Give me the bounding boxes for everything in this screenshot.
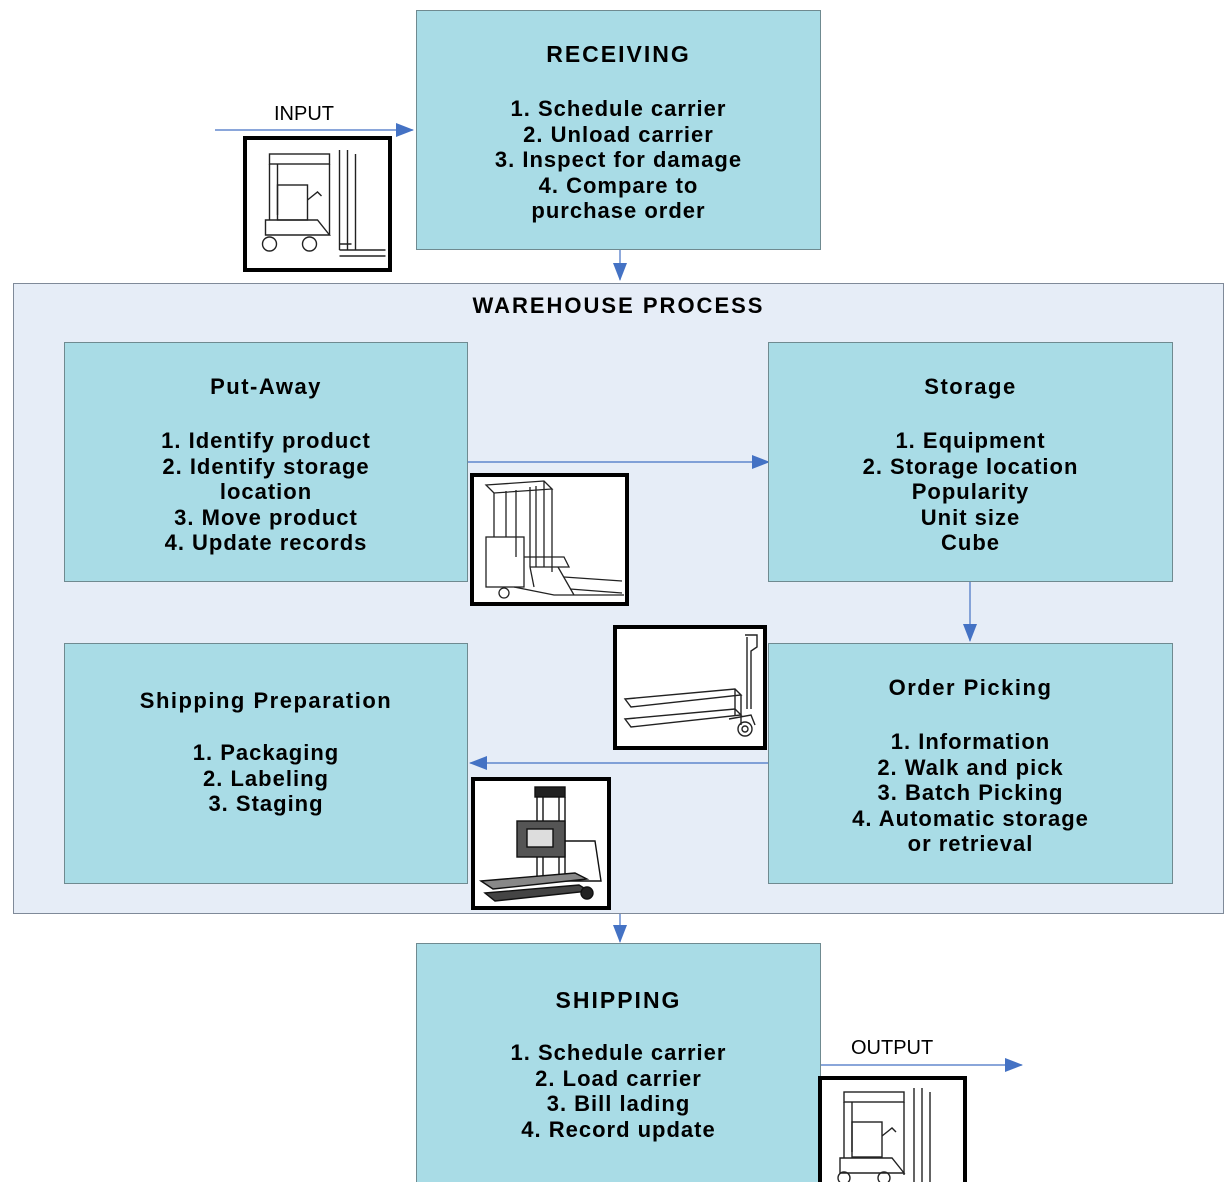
receiving-step: 3. Inspect for damage	[494, 147, 743, 172]
receiving-box: RECEIVING 1. Schedule carrier 2. Unload …	[416, 10, 821, 250]
put-away-step: location	[219, 479, 313, 504]
shipping-preparation-steps: 1. Packaging 2. Labeling 3. Staging	[65, 740, 467, 817]
shipping-step: 4. Record update	[521, 1116, 716, 1142]
receiving-step: 2. Unload carrier	[523, 121, 714, 147]
put-away-step: 1. Identify product	[161, 428, 371, 453]
pallet-jack-icon	[613, 625, 767, 750]
put-away-step: 4. Update records	[164, 530, 368, 555]
storage-step: Unit size	[920, 504, 1021, 530]
forklift-icon	[243, 136, 392, 272]
order-picking-step: 1. Information	[890, 729, 1051, 754]
shipping-step: 3. Bill lading	[546, 1091, 691, 1116]
forklift-icon	[818, 1076, 967, 1182]
warehouse-process-title: WAREHOUSE PROCESS	[472, 293, 765, 318]
receiving-title: RECEIVING	[546, 41, 691, 67]
receiving-step: purchase order	[531, 198, 706, 223]
shipping-step: 1. Schedule carrier	[510, 1040, 727, 1065]
storage-box: Storage 1. Equipment 2. Storage location…	[768, 342, 1173, 582]
storage-steps: 1. Equipment 2. Storage location Popular…	[769, 428, 1172, 556]
put-away-title: Put-Away	[210, 374, 322, 399]
order-picking-step: or retrieval	[907, 831, 1034, 856]
order-picking-step: 3. Batch Picking	[877, 780, 1064, 805]
order-picking-step: 4. Automatic storage	[852, 805, 1089, 831]
put-away-step: 2. Identify storage	[162, 453, 370, 479]
shipping-steps: 1. Schedule carrier 2. Load carrier 3. B…	[417, 1040, 820, 1142]
shipping-preparation-step: 2. Labeling	[203, 765, 329, 791]
shipping-preparation-step: 1. Packaging	[192, 740, 340, 765]
shipping-box: SHIPPING 1. Schedule carrier 2. Load car…	[416, 943, 821, 1182]
shipping-preparation-step: 3. Staging	[208, 791, 324, 816]
output-label: OUTPUT	[851, 1037, 934, 1059]
storage-step: Popularity	[911, 479, 1030, 504]
order-picking-title: Order Picking	[888, 675, 1053, 700]
receiving-step: 4. Compare to	[538, 172, 699, 198]
reach-truck-icon	[470, 473, 629, 606]
order-picking-box: Order Picking 1. Information 2. Walk and…	[768, 643, 1173, 884]
order-picker-icon	[471, 777, 611, 910]
put-away-box: Put-Away 1. Identify product 2. Identify…	[64, 342, 468, 582]
shipping-preparation-box: Shipping Preparation 1. Packaging 2. Lab…	[64, 643, 468, 884]
receiving-step: 1. Schedule carrier	[510, 96, 727, 121]
storage-step: 1. Equipment	[895, 428, 1046, 453]
input-label: INPUT	[274, 103, 334, 125]
shipping-title: SHIPPING	[555, 987, 682, 1013]
shipping-preparation-title: Shipping Preparation	[139, 688, 393, 713]
put-away-step: 3. Move product	[174, 504, 358, 530]
order-picking-steps: 1. Information 2. Walk and pick 3. Batch…	[769, 729, 1172, 857]
put-away-steps: 1. Identify product 2. Identify storage …	[65, 428, 467, 556]
shipping-step: 2. Load carrier	[535, 1065, 702, 1091]
receiving-steps: 1. Schedule carrier 2. Unload carrier 3.…	[417, 96, 820, 224]
storage-title: Storage	[924, 374, 1017, 399]
order-picking-step: 2. Walk and pick	[877, 754, 1064, 780]
storage-step: 2. Storage location	[862, 453, 1079, 479]
storage-step: Cube	[941, 530, 1000, 555]
